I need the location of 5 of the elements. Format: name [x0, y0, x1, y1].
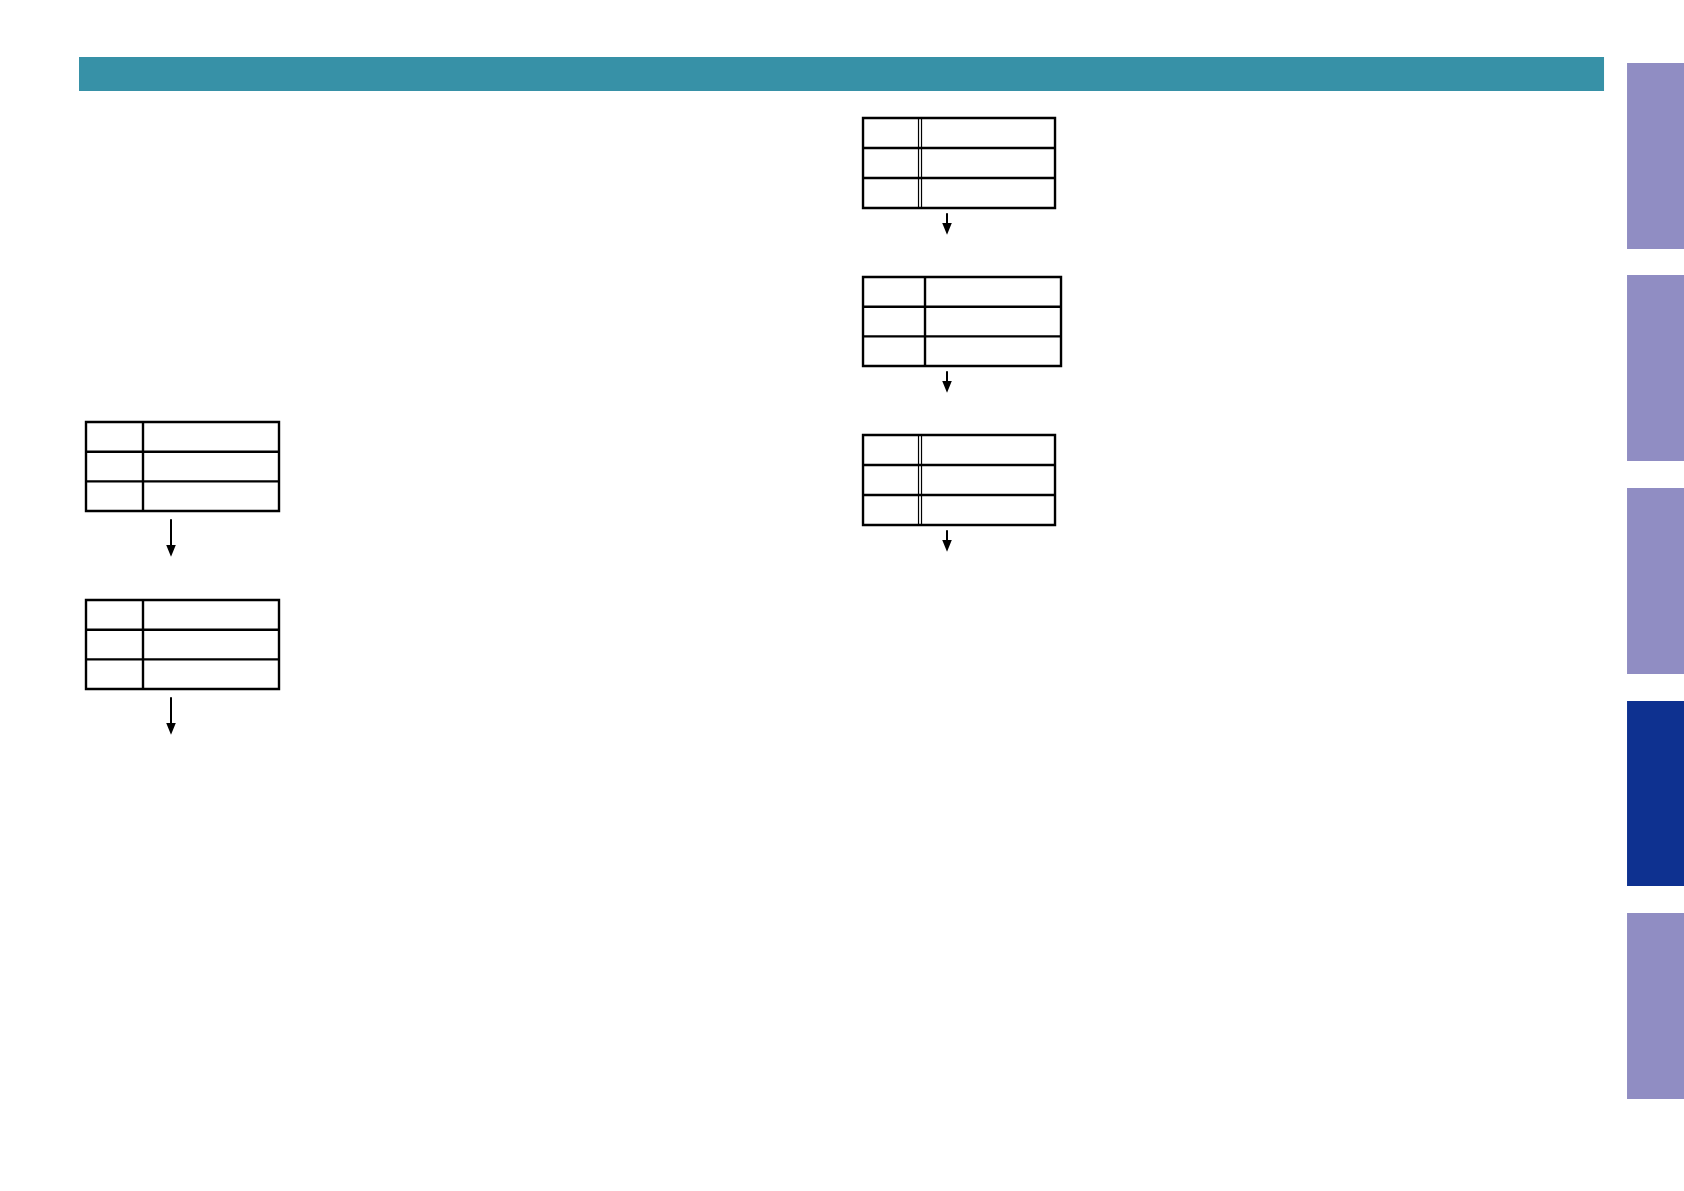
table	[861, 116, 1057, 210]
table	[84, 598, 281, 691]
table	[861, 275, 1063, 368]
table	[84, 420, 281, 513]
table	[861, 433, 1057, 527]
